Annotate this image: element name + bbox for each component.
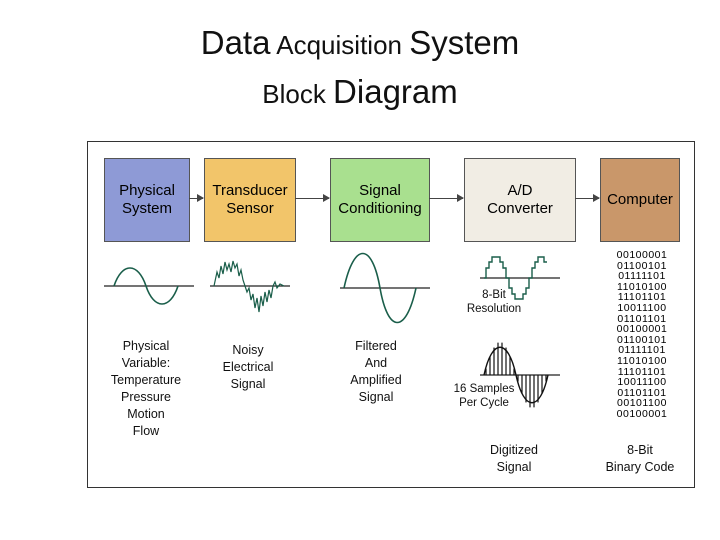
caption-samples: 16 Samples Per Cycle: [453, 383, 515, 409]
block-label-signal-conditioning: Signal Conditioning: [338, 182, 422, 217]
block-label-transducer-sensor: Transducer Sensor: [212, 182, 288, 217]
block-ad-converter: A/D Converter: [464, 158, 576, 242]
title-word-data: Data: [200, 24, 271, 61]
caption-binary-code: 8-Bit Binary Code: [605, 443, 675, 474]
caption-filtered-signal: Filtered And Amplified Signal: [350, 339, 402, 404]
binary-value: 11010100: [617, 280, 667, 293]
binary-value: 10011100: [617, 376, 667, 389]
binary-value: 00100001: [616, 323, 668, 336]
title-word-block: Block: [262, 79, 334, 109]
filtered-sine-wave: [340, 252, 430, 324]
noisy-signal-wave: [210, 260, 290, 313]
title-line-1: Data Acquisition System: [0, 24, 720, 62]
block-label-physical-system: Physical System: [119, 182, 175, 217]
binary-value: 01100101: [617, 333, 667, 346]
binary-value: 01111101: [618, 344, 666, 357]
binary-value: 00101100: [617, 397, 667, 410]
block-label-computer: Computer: [607, 191, 673, 208]
caption-physical-variable: Physical Variable: Temperature Pressure …: [110, 339, 182, 438]
binary-value: 11101101: [617, 291, 667, 304]
binary-value: 11101101: [617, 365, 667, 378]
binary-value: 00100001: [616, 249, 668, 261]
title-word-system: System: [409, 24, 520, 61]
block-signal-conditioning: Signal Conditioning: [330, 158, 430, 242]
arrow-4: [575, 194, 600, 202]
diagram-frame: Physical System Transducer Sensor Signal…: [87, 141, 695, 488]
title-word-acquisition: Acquisition: [270, 30, 410, 60]
stepped-resolution-wave: [480, 256, 560, 300]
block-transducer-sensor: Transducer Sensor: [204, 158, 296, 242]
title-word-diagram: Diagram: [333, 73, 458, 110]
caption-digitized-signal: Digitized Signal: [490, 443, 538, 474]
binary-value: 00100001: [616, 407, 668, 420]
binary-value: 01101101: [617, 386, 667, 399]
arrow-2: [295, 194, 330, 202]
binary-value: 01101101: [617, 312, 667, 325]
binary-value: 10011100: [617, 301, 667, 314]
arrow-1: [189, 194, 204, 202]
title-line-2: Block Diagram: [0, 73, 720, 111]
binary-value: 11010100: [617, 354, 667, 367]
caption-noisy-signal: Noisy Electrical Signal: [222, 343, 274, 391]
binary-value: 01111101: [618, 270, 666, 283]
physical-sine-wave: [104, 267, 194, 305]
arrow-3: [429, 194, 464, 202]
sampled-signal-wave: [480, 342, 560, 408]
caption-resolution: 8-Bit Resolution: [466, 289, 522, 315]
binary-value: 01100101: [617, 259, 667, 272]
block-label-ad-converter: A/D Converter: [487, 182, 553, 217]
block-physical-system: Physical System: [104, 158, 190, 242]
block-computer: Computer: [600, 158, 680, 242]
